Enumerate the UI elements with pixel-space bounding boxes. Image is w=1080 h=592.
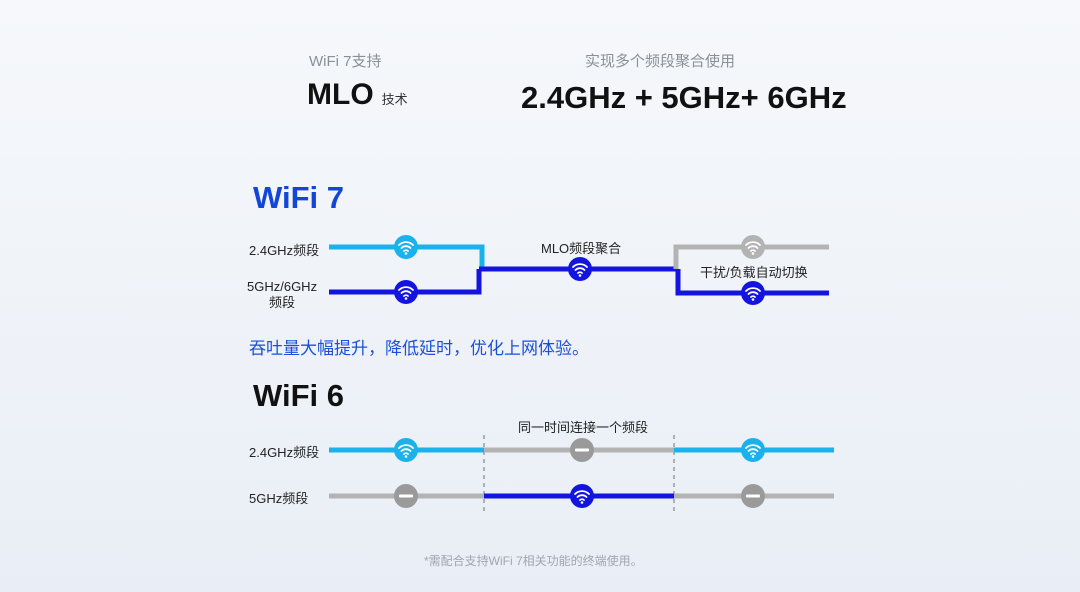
header-right-caption: 实现多个频段聚合使用 [585, 53, 736, 70]
wifi-icon [568, 257, 592, 281]
wifi-icon [394, 438, 418, 462]
wifi7-band-56-label-line2: 频段 [269, 295, 296, 310]
wifi7-switch-gray-line [673, 244, 829, 269]
wifi6-title: WiFi 6 [253, 378, 345, 413]
wifi7-band-56-label-line1: 5GHz/6GHz [247, 279, 318, 294]
wifi7-benefit: 吞吐量大幅提升，降低延时，优化上网体验。 [249, 339, 589, 358]
footnote: *需配合支持WiFi 7相关功能的终端使用。 [424, 554, 643, 568]
wifi6-band-5-label: 5GHz频段 [249, 491, 309, 506]
wifi7-switch-label: 干扰/负载自动切换 [700, 265, 808, 280]
header-left-caption: WiFi 7支持 [309, 53, 382, 70]
header-bands-title: 2.4GHz + 5GHz+ 6GHz [521, 80, 847, 115]
wifi7-title: WiFi 7 [253, 180, 345, 215]
mlo-title-suffix: 技术 [381, 92, 408, 107]
wifi7-lines [329, 244, 829, 296]
wifi-icon [741, 235, 765, 259]
wifi-icon [741, 438, 765, 462]
wifi7-mlo-label: MLO频段聚合 [541, 241, 622, 256]
disconnected-icon [741, 484, 765, 508]
wifi-icon [394, 280, 418, 304]
header-left-title-row: MLO 技术 [307, 78, 408, 112]
wifi7-switch-blue-line [675, 269, 829, 296]
wifi-icon [570, 484, 594, 508]
wifi-icon [741, 281, 765, 305]
wifi7-band-24-line [329, 244, 485, 269]
disconnected-icon [570, 438, 594, 462]
wifi7-band-56-label: 5GHz/6GHz 频段 [247, 279, 317, 311]
disconnected-icon [394, 484, 418, 508]
wifi-icon [394, 235, 418, 259]
wifi6-single-band-label: 同一时间连接一个频段 [518, 420, 649, 435]
wifi7-band-24-label: 2.4GHz频段 [249, 243, 320, 258]
wifi7-band-56-line [329, 269, 482, 295]
mlo-title: MLO [307, 78, 374, 111]
wifi6-band-24-label: 2.4GHz频段 [249, 445, 320, 460]
